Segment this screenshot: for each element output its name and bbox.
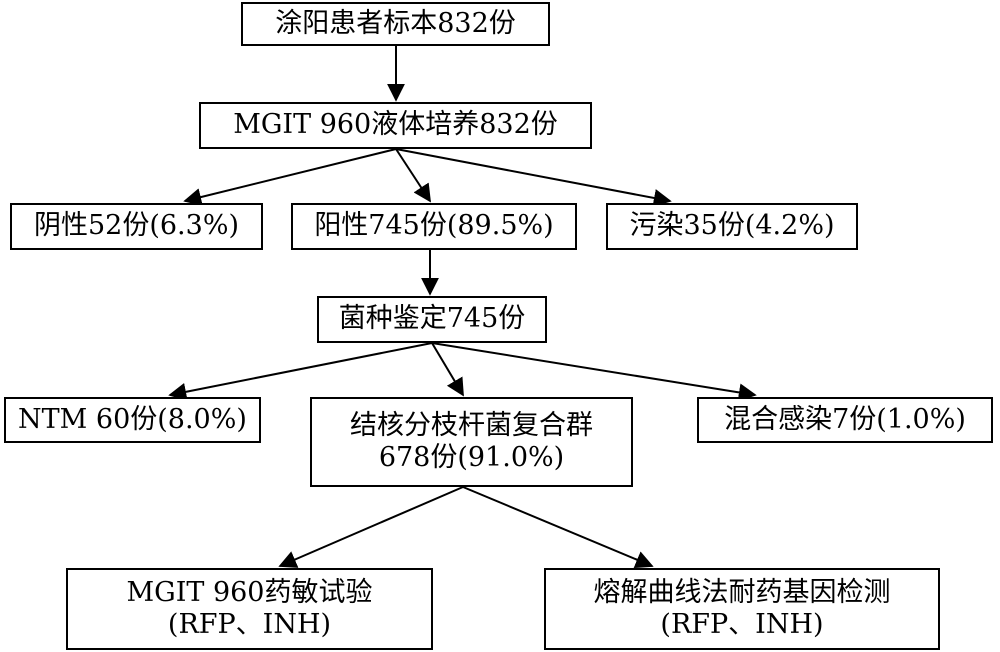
node-specimens: 涂阳患者标本832份	[241, 2, 550, 46]
node-dst: MGIT 960药敏试验 (RFP、INH)	[66, 568, 433, 650]
arrow-identification-to-ntm	[168, 342, 433, 401]
node-negative: 阴性52份(6.3%)	[10, 203, 263, 250]
node-dst-text-line1: MGIT 960药敏试验	[126, 576, 373, 608]
node-dst-text-line2: (RFP、INH)	[167, 609, 332, 640]
arrow-culture-to-contaminated	[395, 148, 672, 207]
node-identification-text: 菌种鉴定745份	[338, 303, 526, 335]
node-mtbc: 结核分枝杆菌复合群 678份(91.0%)	[310, 397, 633, 487]
arrow-culture-to-negative	[183, 148, 397, 206]
node-mixed: 混合感染7份(1.0%)	[697, 397, 993, 443]
node-ntm-text: NTM 60份(8.0%)	[18, 403, 247, 435]
arrow-identification-to-mtbc	[431, 342, 464, 397]
node-melting-text-line1: 熔解曲线法耐药基因检测	[593, 576, 891, 608]
arrow-identification-to-mixed	[431, 342, 757, 402]
node-specimens-text: 涂阳患者标本832份	[275, 7, 516, 39]
node-identification: 菌种鉴定745份	[317, 296, 547, 343]
node-mtbc-text-line2: 678份(91.0%)	[378, 442, 565, 473]
node-positive-text: 阳性745份(89.5%)	[314, 210, 554, 242]
node-negative-text: 阴性52份(6.3%)	[33, 210, 240, 242]
arrow-mtbc-to-melting	[462, 486, 654, 569]
node-melting-text-line2: (RFP、INH)	[660, 609, 824, 640]
arrow-culture-to-positive	[395, 148, 431, 203]
node-melting: 熔解曲线法耐药基因检测 (RFP、INH)	[544, 568, 940, 650]
node-culture-text: MGIT 960液体培养832份	[233, 109, 558, 141]
node-positive: 阳性745份(89.5%)	[291, 203, 577, 250]
node-contaminated: 污染35份(4.2%)	[606, 203, 858, 250]
node-contaminated-text: 污染35份(4.2%)	[629, 210, 835, 242]
node-ntm: NTM 60份(8.0%)	[4, 397, 261, 443]
arrow-mtbc-to-dst	[278, 486, 464, 568]
node-mtbc-text-line1: 结核分枝杆菌复合群	[350, 409, 593, 441]
node-mixed-text: 混合感染7份(1.0%)	[724, 403, 966, 435]
node-culture: MGIT 960液体培养832份	[199, 102, 592, 149]
